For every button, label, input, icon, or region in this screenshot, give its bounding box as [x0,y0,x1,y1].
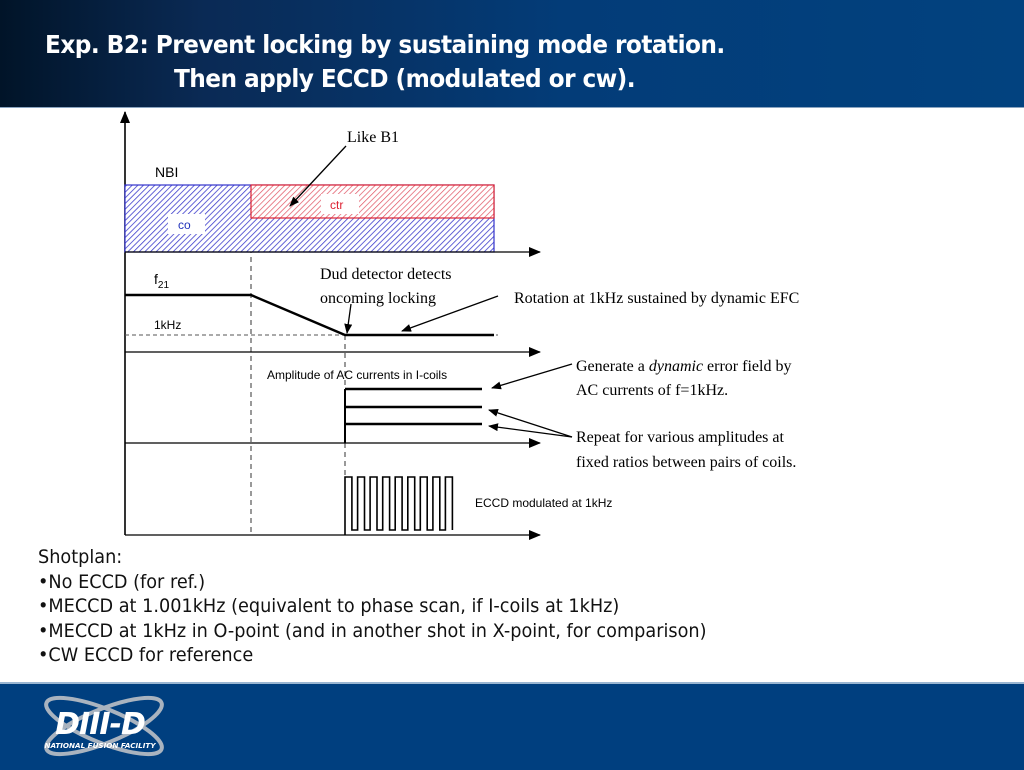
shotplan-item: •No ECCD (for ref.) [38,570,206,593]
nbi-ctr-beam [250,184,495,219]
eccd-modulated-wave [344,476,454,535]
co-label-box [168,214,205,234]
timing-diagram: NBI co ctr Like B1 f21 1kHz Dud detector… [120,111,799,540]
generate-note: Generate a dynamic error field by AC cur… [576,358,795,399]
logo-orbit-ring [44,695,164,757]
rotation-note: Rotation at 1kHz sustained by dynamic EF… [514,290,799,307]
logo-subtext: NATIONAL FUSION FACILITY [44,741,156,750]
eccd-label: ECCD modulated at 1kHz [475,496,612,510]
rotation-arrow [401,295,499,332]
shotplan-heading: Shotplan: [38,546,123,568]
shotplan-list: Shotplan: •No ECCD (for ref.) •MECCD at … [38,545,757,668]
co-label: co [178,218,191,232]
like-b1-arrow [289,145,347,207]
ctr-label: ctr [330,198,343,212]
dud-detector-note: Dud detector detects oncoming locking [320,266,456,307]
repeat-note: Repeat for various amplitudes at fixed r… [576,429,796,471]
ctr-label-box [321,194,359,214]
repeat-arrow-mid [488,408,573,438]
nbi-label: NBI [155,164,178,180]
slide-title-line1: Exp. B2: Prevent locking by sustaining m… [45,30,725,59]
generate-arrow [491,363,573,390]
diii-d-logo: DIII-D NATIONAL FUSION FACILITY [44,695,164,757]
f21-trace [125,293,494,337]
shotplan-item: •MECCD at 1.001kHz (equivalent to phase … [38,595,620,618]
logo-orbit-ring [44,695,164,757]
slide-title-line2: Then apply ECCD (modulated or cw). [174,64,636,93]
icoil-label: Amplitude of AC currents in I-coils [267,368,447,382]
f21-label: f21 [154,271,169,291]
khz-label: 1kHz [154,318,181,332]
logo-wordmark: DIII-D [55,707,145,742]
shotplan-item: •MECCD at 1kHz in O-point (and in anothe… [38,619,707,642]
icoil-amplitude-traces [344,387,482,443]
slide-footer: DIII-D NATIONAL FUSION FACILITY [0,682,1024,770]
dud-detector-arrow [344,303,353,334]
repeat-arrow-low [488,423,573,438]
like-b1-note: Like B1 [347,129,399,146]
slide-header: Exp. B2: Prevent locking by sustaining m… [0,0,1024,108]
shotplan-item: •CW ECCD for reference [38,644,254,667]
